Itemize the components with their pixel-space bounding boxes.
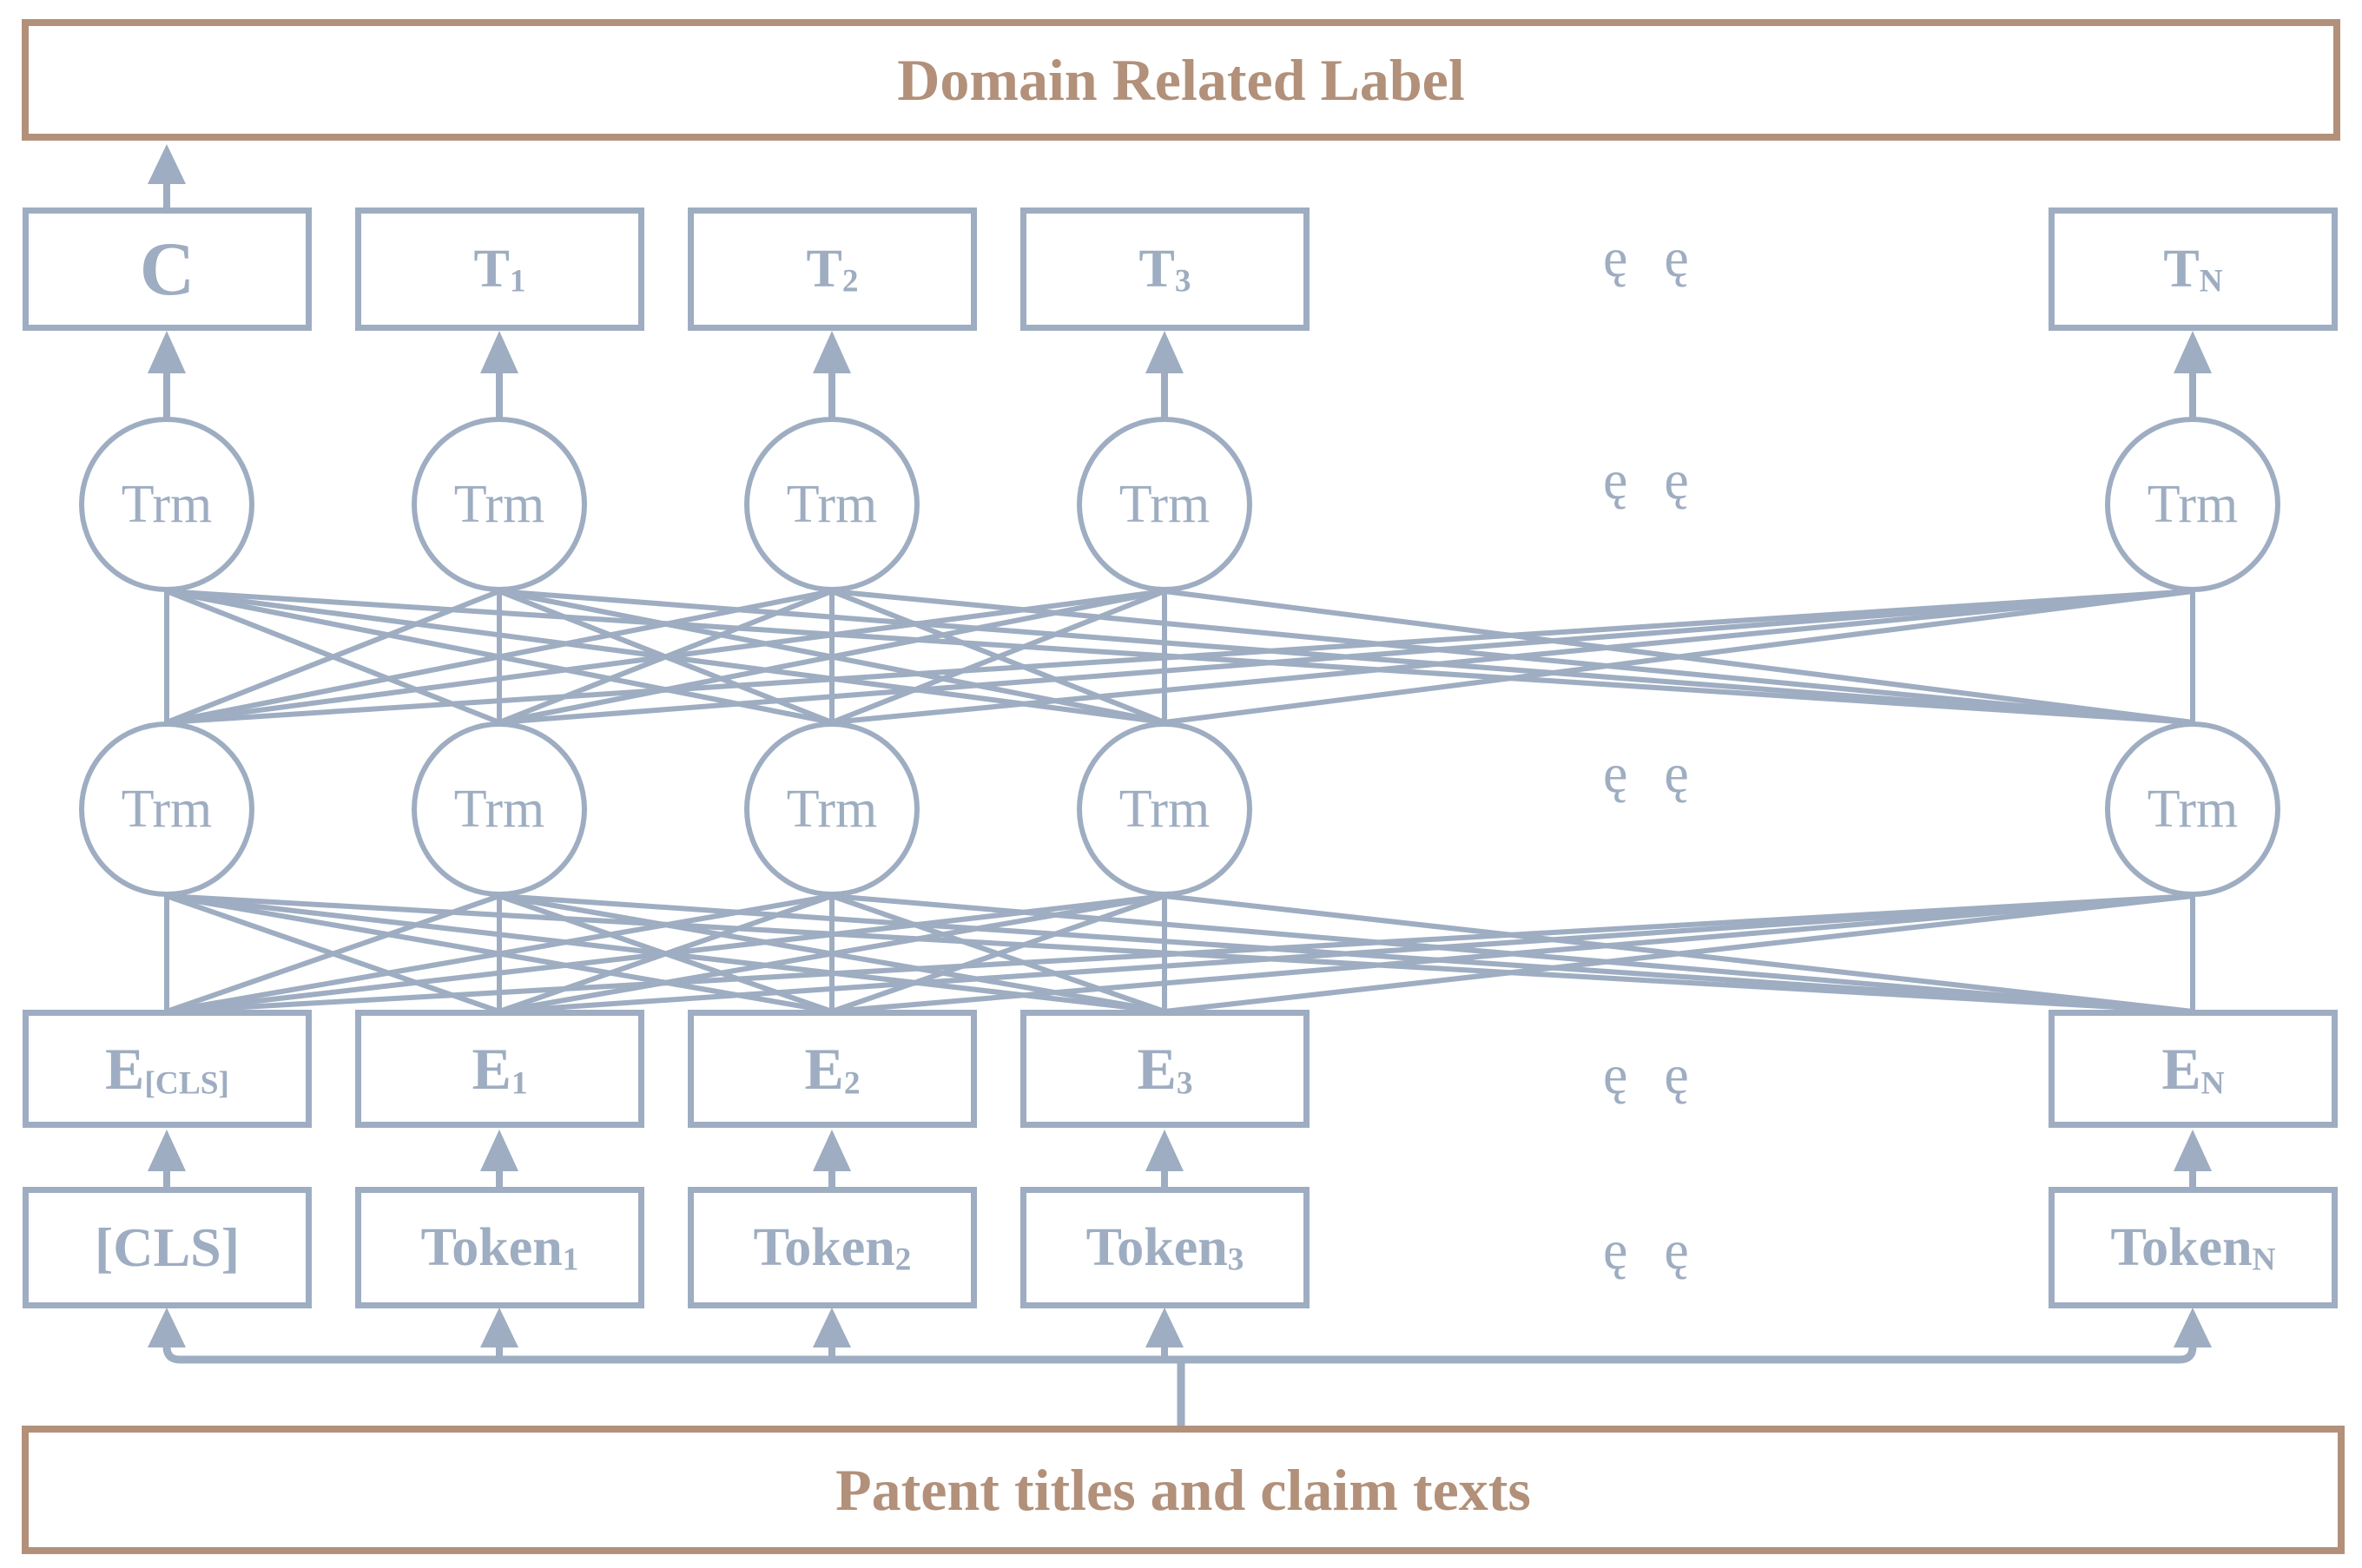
trm-label: Trm bbox=[121, 474, 213, 534]
input-text-box: Patent titles and claim texts bbox=[22, 1426, 2345, 1554]
trm-node-lower-2: Trm bbox=[412, 721, 587, 897]
output-box-tn: TN bbox=[2049, 208, 2338, 331]
domain-label-text: Domain Related Label bbox=[897, 46, 1465, 113]
output-label: TN bbox=[2163, 239, 2223, 300]
token-label: Token2 bbox=[753, 1217, 912, 1278]
trm-node-lower-1: Trm bbox=[79, 721, 254, 897]
output-box-t1: T1 bbox=[355, 208, 644, 331]
trm-label: Trm bbox=[2147, 779, 2239, 839]
trm-label: Trm bbox=[786, 779, 878, 839]
ellipsis-upper-trm-row: ę ę bbox=[1603, 449, 1689, 511]
embedding-label: E[CLS] bbox=[105, 1035, 229, 1102]
token-box-1: Token1 bbox=[355, 1187, 644, 1308]
output-box-t2: T2 bbox=[688, 208, 977, 331]
trm-label: Trm bbox=[2147, 474, 2239, 534]
input-text-label: Patent titles and claim texts bbox=[835, 1456, 1531, 1523]
embedding-box-e1: E1 bbox=[355, 1010, 644, 1128]
embedding-box-cls: E[CLS] bbox=[23, 1010, 312, 1128]
ellipsis-lower-trm-row: ę ę bbox=[1603, 742, 1689, 804]
output-label: C bbox=[139, 227, 195, 312]
trm-node-lower-3: Trm bbox=[744, 721, 920, 897]
trm-node-upper-1: Trm bbox=[79, 417, 254, 592]
trm-node-lower-4: Trm bbox=[1077, 721, 1252, 897]
ellipsis-output-row: ę ę bbox=[1603, 227, 1689, 288]
domain-label-box: Domain Related Label bbox=[22, 19, 2340, 141]
token-box-cls: [CLS] bbox=[23, 1187, 312, 1308]
output-label: T2 bbox=[806, 239, 859, 300]
token-label: Token1 bbox=[420, 1217, 579, 1278]
token-box-n: TokenN bbox=[2049, 1187, 2338, 1308]
embedding-label: E1 bbox=[472, 1035, 528, 1102]
token-label: TokenN bbox=[2110, 1217, 2276, 1278]
output-box-c: C bbox=[23, 208, 312, 331]
trm-node-lower-n: Trm bbox=[2105, 721, 2280, 897]
embedding-box-e3: E3 bbox=[1020, 1010, 1310, 1128]
embedding-box-en: EN bbox=[2049, 1010, 2338, 1128]
embedding-label: E3 bbox=[1137, 1035, 1193, 1102]
token-label: [CLS] bbox=[94, 1216, 241, 1278]
embedding-label: E2 bbox=[804, 1035, 861, 1102]
trm-label: Trm bbox=[786, 474, 878, 534]
trm-node-upper-n: Trm bbox=[2105, 417, 2280, 592]
ellipsis-embedding-row: ę ę bbox=[1603, 1044, 1689, 1105]
trm-label: Trm bbox=[1118, 474, 1211, 534]
trm-label: Trm bbox=[121, 779, 213, 839]
embedding-box-e2: E2 bbox=[688, 1010, 977, 1128]
trm-node-upper-4: Trm bbox=[1077, 417, 1252, 592]
trm-label: Trm bbox=[1118, 779, 1211, 839]
trm-node-upper-2: Trm bbox=[412, 417, 587, 592]
token-box-3: Token3 bbox=[1020, 1187, 1310, 1308]
output-label: T1 bbox=[473, 239, 526, 300]
embedding-label: EN bbox=[2161, 1035, 2225, 1102]
trm-label: Trm bbox=[453, 779, 545, 839]
ellipsis-token-row: ę ę bbox=[1603, 1219, 1689, 1281]
output-label: T3 bbox=[1138, 239, 1191, 300]
token-box-2: Token2 bbox=[688, 1187, 977, 1308]
trm-node-upper-3: Trm bbox=[744, 417, 920, 592]
token-label: Token3 bbox=[1085, 1217, 1244, 1278]
trm-label: Trm bbox=[453, 474, 545, 534]
output-box-t3: T3 bbox=[1020, 208, 1310, 331]
